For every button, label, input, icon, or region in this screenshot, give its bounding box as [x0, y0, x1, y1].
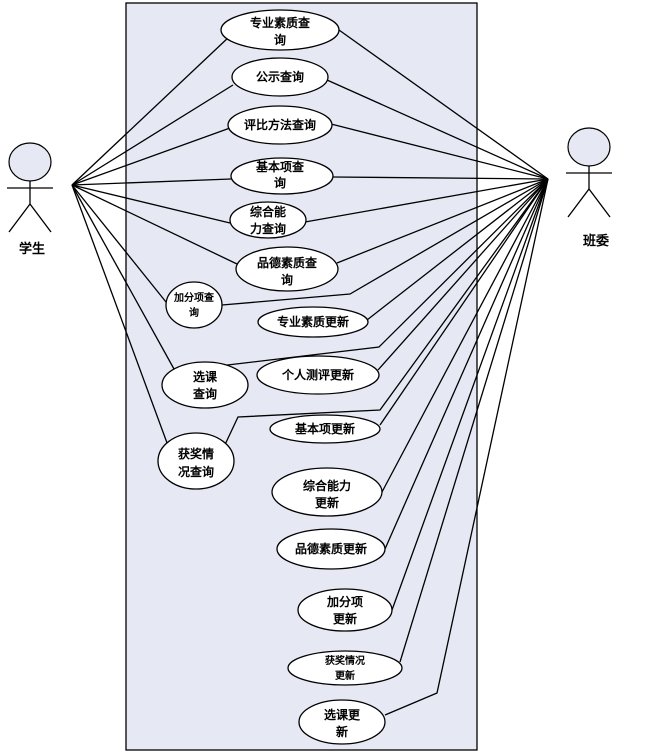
assoc-student-evaluation-method-query	[71, 127, 231, 186]
use-case-self-eval-update: 个人测评更新	[256, 355, 380, 395]
use-case-label: 询	[189, 306, 199, 319]
actor-body	[566, 166, 612, 218]
use-case-oval	[157, 432, 235, 490]
assoc-student-basic-item-query	[71, 178, 232, 186]
assoc-student-notice-query	[71, 84, 234, 186]
use-case-label: 更新	[335, 669, 355, 682]
use-case-oval	[297, 588, 393, 632]
use-case-evaluation-method-query: 评比方法查询	[227, 105, 333, 145]
use-case-basic-item-update: 基本项更新	[269, 414, 381, 444]
use-case-label: 选课更	[324, 707, 361, 722]
assoc-student-ability-query	[71, 184, 231, 224]
assoc-committee-bonus-update	[391, 178, 549, 611]
use-case-oval	[235, 246, 339, 292]
use-case-label: 个人测评更新	[281, 367, 354, 382]
assoc-student-moral-quality-query	[71, 184, 238, 265]
use-case-label: 力查询	[250, 221, 286, 236]
assoc-committee-self-eval-update	[377, 178, 549, 371]
assoc-committee-course-query	[218, 178, 549, 367]
use-case-label: 更新	[333, 611, 357, 626]
assoc-committee-moral-quality-query	[336, 178, 549, 264]
use-case-oval	[287, 650, 403, 686]
use-case-label: 查询	[192, 386, 217, 401]
use-case-label: 综合能	[250, 204, 286, 219]
use-case-label: 基本项查	[255, 159, 305, 174]
use-case-oval	[227, 105, 333, 145]
actor-label: 学生	[19, 241, 45, 257]
assoc-committee-basic-item-query	[332, 176, 549, 180]
actor-committee: 班委	[566, 127, 612, 249]
use-case-label: 获奖情况	[324, 654, 365, 667]
assoc-student-bonus-query	[71, 184, 167, 303]
use-case-label: 加分项	[326, 594, 363, 609]
actor-body	[7, 181, 53, 233]
use-case-label: 品德素质查	[257, 255, 318, 270]
assoc-committee-award-update	[399, 178, 549, 663]
use-case-label: 专业素质更新	[277, 314, 349, 329]
use-case-oval	[230, 157, 334, 195]
use-case-label: 品德素质更新	[295, 541, 367, 556]
use-case-oval	[276, 528, 386, 570]
assoc-committee-prof-quality-query	[338, 29, 549, 180]
use-case-oval	[220, 9, 340, 51]
actor-label: 班委	[583, 233, 609, 249]
assoc-committee-ability-query	[304, 178, 549, 223]
use-case-moral-quality-update: 品德素质更新	[276, 528, 386, 570]
actor-head	[8, 142, 52, 182]
use-case-label: 询	[281, 272, 293, 287]
assoc-committee-course-update	[384, 178, 549, 716]
actor-student: 学生	[7, 142, 53, 257]
assoc-committee-evaluation-method-query	[330, 123, 549, 180]
use-case-oval	[271, 467, 383, 517]
use-case-label: 综合能力	[303, 478, 351, 493]
use-case-label: 询	[274, 175, 286, 190]
use-case-label: 获奖情	[177, 446, 214, 461]
assoc-committee-basic-item-update	[379, 178, 549, 426]
use-case-label: 况查询	[178, 464, 214, 479]
use-case-label: 加分项查	[173, 291, 215, 304]
assoc-committee-notice-query	[326, 79, 549, 180]
assoc-committee-award-query	[221, 178, 549, 452]
assoc-committee-prof-quality-update	[366, 178, 549, 321]
assoc-committee-moral-quality-update	[384, 178, 549, 550]
actor-head	[567, 127, 611, 167]
assoc-committee-ability-update	[381, 178, 549, 493]
assoc-student-award-query	[71, 184, 171, 452]
assoc-student-prof-quality-query	[71, 35, 231, 186]
use-case-oval	[229, 201, 307, 239]
use-case-label: 询	[274, 32, 286, 47]
use-case-oval	[298, 699, 386, 745]
use-case-oval	[231, 57, 329, 97]
use-case-oval	[269, 414, 381, 444]
use-case-oval	[165, 281, 223, 329]
use-case-notice-query: 公示查询	[231, 57, 329, 97]
use-case-oval	[256, 355, 380, 395]
use-case-label: 基本项更新	[294, 421, 355, 436]
use-case-oval	[257, 306, 369, 338]
use-case-oval	[161, 361, 249, 409]
assoc-committee-bonus-query	[221, 178, 549, 306]
use-case-label: 更新	[315, 495, 339, 510]
use-case-label: 选课	[193, 369, 218, 384]
assoc-student-course-query	[71, 184, 175, 370]
use-case-label: 专业素质查	[250, 15, 311, 30]
use-case-label: 评比方法查询	[244, 117, 316, 132]
use-case-label: 公示查询	[256, 69, 304, 84]
use-case-label: 新	[336, 724, 348, 739]
use-case-prof-quality-update: 专业素质更新	[257, 306, 369, 338]
